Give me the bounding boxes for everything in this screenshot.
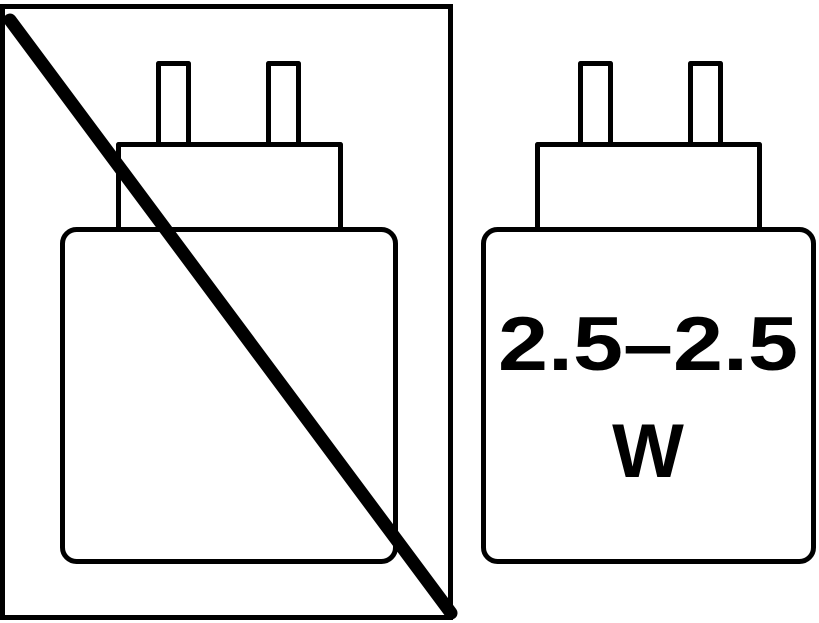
- power-unit-text: W: [612, 409, 684, 494]
- charger-body: [60, 227, 398, 564]
- charger-neck: [535, 142, 762, 232]
- charger-body: [481, 227, 816, 564]
- no-charger-frame: [0, 4, 453, 620]
- power-range-min: 2.5: [498, 302, 623, 387]
- power-panel: 2.5–2.5 W: [481, 61, 816, 564]
- power-range-text: 2.5–2.5: [498, 302, 798, 387]
- power-range-separator: –: [623, 302, 673, 387]
- no-charger-panel: [0, 4, 458, 620]
- charger-prong-right: [688, 61, 723, 148]
- charger-icon: [481, 61, 816, 564]
- charger-neck: [116, 142, 343, 232]
- charger-prong-left: [156, 61, 191, 148]
- strike-through-line: [3, 13, 458, 620]
- crossed-out-charger-icon: [60, 61, 398, 564]
- charger-prong-right: [266, 61, 301, 148]
- power-range-max: 2.5: [673, 302, 798, 387]
- charger-prong-left: [578, 61, 613, 148]
